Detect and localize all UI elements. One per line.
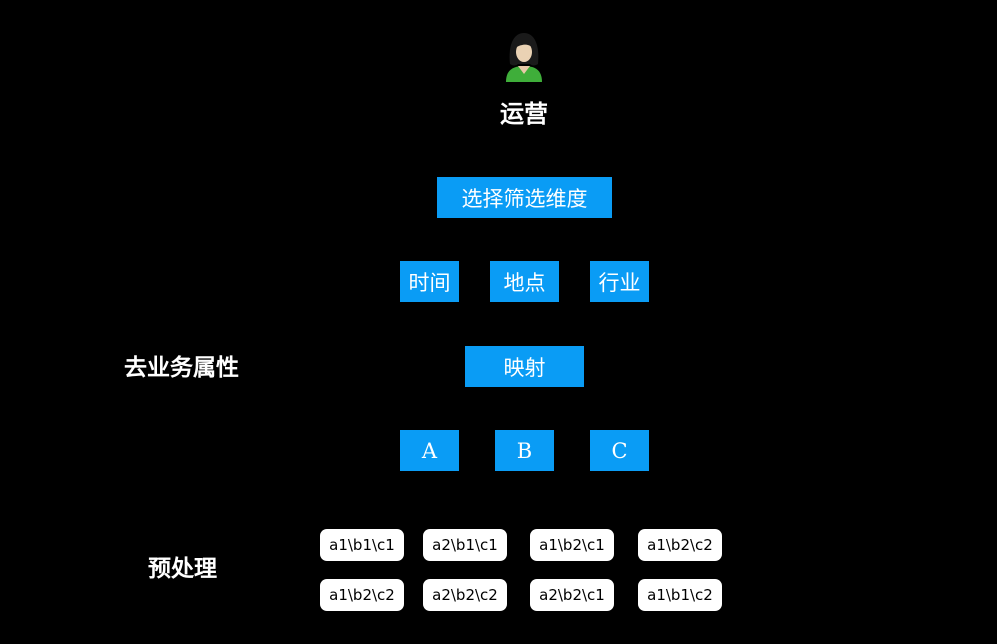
preprocessed-item: a1\b1\c1 <box>320 529 404 561</box>
preprocessed-item: a1\b2\c2 <box>320 579 404 611</box>
preprocess-label: 预处理 <box>148 555 217 582</box>
mapping-box: 映射 <box>465 346 584 387</box>
mapped-c-box: C <box>590 430 649 471</box>
dimension-time-box: 时间 <box>400 261 459 302</box>
preprocessed-item: a2\b2\c2 <box>423 579 507 611</box>
mapped-a-box: A <box>400 430 459 471</box>
dimension-industry-box: 行业 <box>590 261 649 302</box>
preprocessed-item: a1\b2\c1 <box>530 529 614 561</box>
dimension-location-box: 地点 <box>490 261 559 302</box>
mapped-b-box: B <box>495 430 554 471</box>
preprocessed-item: a1\b1\c2 <box>638 579 722 611</box>
select-dimension-box: 选择筛选维度 <box>437 177 612 218</box>
preprocessed-item: a1\b2\c2 <box>638 529 722 561</box>
preprocessed-item: a2\b1\c1 <box>423 529 507 561</box>
preprocessed-item: a2\b2\c1 <box>530 579 614 611</box>
user-female-icon <box>503 30 545 82</box>
role-label: 运营 <box>500 99 548 128</box>
remove-attribute-label: 去业务属性 <box>124 354 239 381</box>
